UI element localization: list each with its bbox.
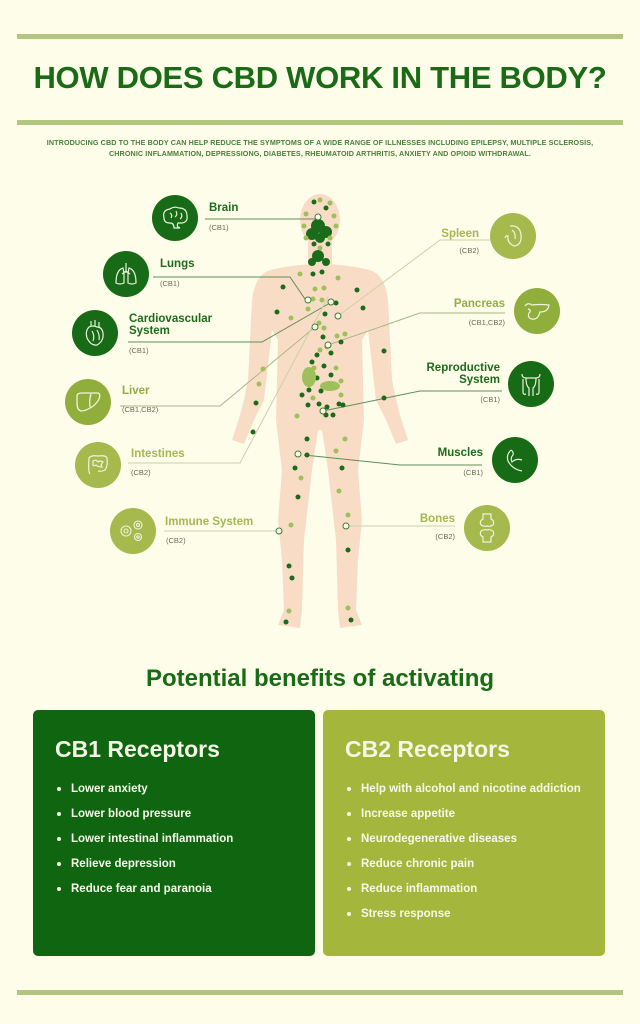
cb1-benefits-list: Lower anxiety Lower blood pressure Lower… — [55, 783, 293, 908]
heart-icon — [72, 310, 118, 356]
organ-name: Bones — [419, 513, 455, 525]
spleen-icon — [490, 213, 536, 259]
cells-icon — [110, 508, 156, 554]
organ-receptors: (CB1) — [209, 223, 229, 232]
organ-receptors: (CB2) — [435, 532, 455, 541]
bullet-icon — [57, 837, 61, 841]
organ-receptors: (CB1) — [480, 395, 500, 404]
liver-icon — [65, 379, 111, 425]
list-item: Lower intestinal inflammation — [55, 833, 293, 858]
organ-name: Pancreas — [453, 298, 505, 310]
list-item: Increase appetite — [345, 808, 583, 833]
lungs-icon — [103, 251, 149, 297]
list-item: Help with alcohol and nicotine addiction — [345, 783, 583, 808]
bullet-icon — [347, 787, 351, 791]
organ-name: Muscles — [437, 447, 483, 459]
organ-receptors: (CB1,CB2) — [468, 318, 505, 327]
list-item: Relieve depression — [55, 858, 293, 883]
organ-receptors: (CB2) — [131, 468, 151, 477]
list-item: Reduce inflammation — [345, 883, 583, 908]
organ-receptors: (CB2) — [459, 246, 479, 255]
body-diagram: Brain (CB1) Lungs (CB1) Cardiovascular S… — [0, 185, 640, 645]
cb2-card-title: CB2 Receptors — [345, 736, 510, 762]
brain-icon — [152, 195, 198, 241]
organ-receptors: (CB2) — [166, 536, 186, 545]
organ-receptors: (CB1) — [129, 346, 149, 355]
bone-joint-icon — [464, 505, 510, 551]
bullet-icon — [347, 837, 351, 841]
page-title: HOW DOES CBD WORK IN THE BODY? — [33, 60, 607, 95]
bottom-rule — [17, 990, 623, 995]
bullet-icon — [57, 812, 61, 816]
body-figure — [120, 194, 505, 628]
bullet-icon — [347, 912, 351, 916]
organ-name: Spleen — [441, 228, 479, 240]
intestines-icon — [75, 442, 121, 488]
muscle-icon — [492, 437, 538, 483]
benefits-title: Potential benefits of activating — [145, 665, 495, 692]
pancreas-icon — [514, 288, 560, 334]
intro-line-2: CHRONIC INFLAMMATION, DEPRESSIONG, DIABE… — [108, 149, 532, 158]
organ-name: Reproductive System — [426, 362, 501, 386]
organ-receptors: (CB1) — [463, 468, 483, 477]
list-item: Stress response — [345, 908, 583, 933]
organ-name: Cardiovascular System — [129, 313, 213, 337]
cb1-receptors-card: CB1 Receptors Lower anxiety Lower blood … — [33, 710, 315, 956]
organ-receptors: (CB1,CB2) — [122, 405, 159, 414]
bullet-icon — [57, 787, 61, 791]
organ-name: Intestines — [131, 448, 185, 460]
organ-name: Lungs — [160, 258, 195, 270]
list-item: Lower blood pressure — [55, 808, 293, 833]
organ-name: Immune System — [165, 516, 254, 528]
cb2-benefits-list: Help with alcohol and nicotine addiction… — [345, 783, 583, 933]
cb1-card-title: CB1 Receptors — [55, 736, 220, 762]
bullet-icon — [57, 887, 61, 891]
bullet-icon — [57, 862, 61, 866]
intro-line-1: INTRODUCING CBD TO THE BODY CAN HELP RED… — [46, 138, 594, 147]
list-item: Neurodegenerative diseases — [345, 833, 583, 858]
top-rule — [17, 34, 623, 39]
list-item: Reduce chronic pain — [345, 858, 583, 883]
organ-name: Liver — [122, 385, 150, 397]
list-item: Reduce fear and paranoia — [55, 883, 293, 908]
bullet-icon — [347, 887, 351, 891]
cb2-receptors-card: CB2 Receptors Help with alcohol and nico… — [323, 710, 605, 956]
organ-name: Brain — [209, 202, 239, 214]
title-underline-rule — [17, 120, 623, 125]
organ-receptors: (CB1) — [160, 279, 180, 288]
reproductive-icon — [508, 361, 554, 407]
list-item: Lower anxiety — [55, 783, 293, 808]
intro-text: INTRODUCING CBD TO THE BODY CAN HELP RED… — [40, 137, 600, 159]
bullet-icon — [347, 862, 351, 866]
bullet-icon — [347, 812, 351, 816]
